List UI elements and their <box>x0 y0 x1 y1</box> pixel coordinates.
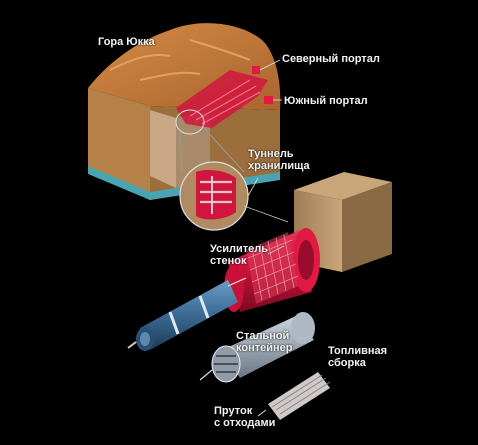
fuel-assembly <box>257 372 331 420</box>
waste-canister <box>127 277 247 351</box>
tunnel-magnifier <box>179 161 249 231</box>
repository-layout <box>176 66 273 128</box>
label-tunnel: Туннель хранилища <box>248 148 310 172</box>
label-south-portal: Южный портал <box>284 95 368 107</box>
mountain-block <box>88 23 281 200</box>
label-north-portal: Северный портал <box>282 53 380 65</box>
label-waste-rod: Пруток с отходами <box>214 405 276 429</box>
steel-container <box>199 312 315 383</box>
label-steel-container: Стальной контейнер <box>236 330 293 354</box>
label-wall-reinforcement: Усилитель стенок <box>210 243 269 267</box>
wall-reinforcement-tunnel <box>224 228 320 312</box>
label-fuel-assembly: Топливная сборка <box>328 345 388 369</box>
label-mountain: Гора Юкка <box>98 36 155 48</box>
